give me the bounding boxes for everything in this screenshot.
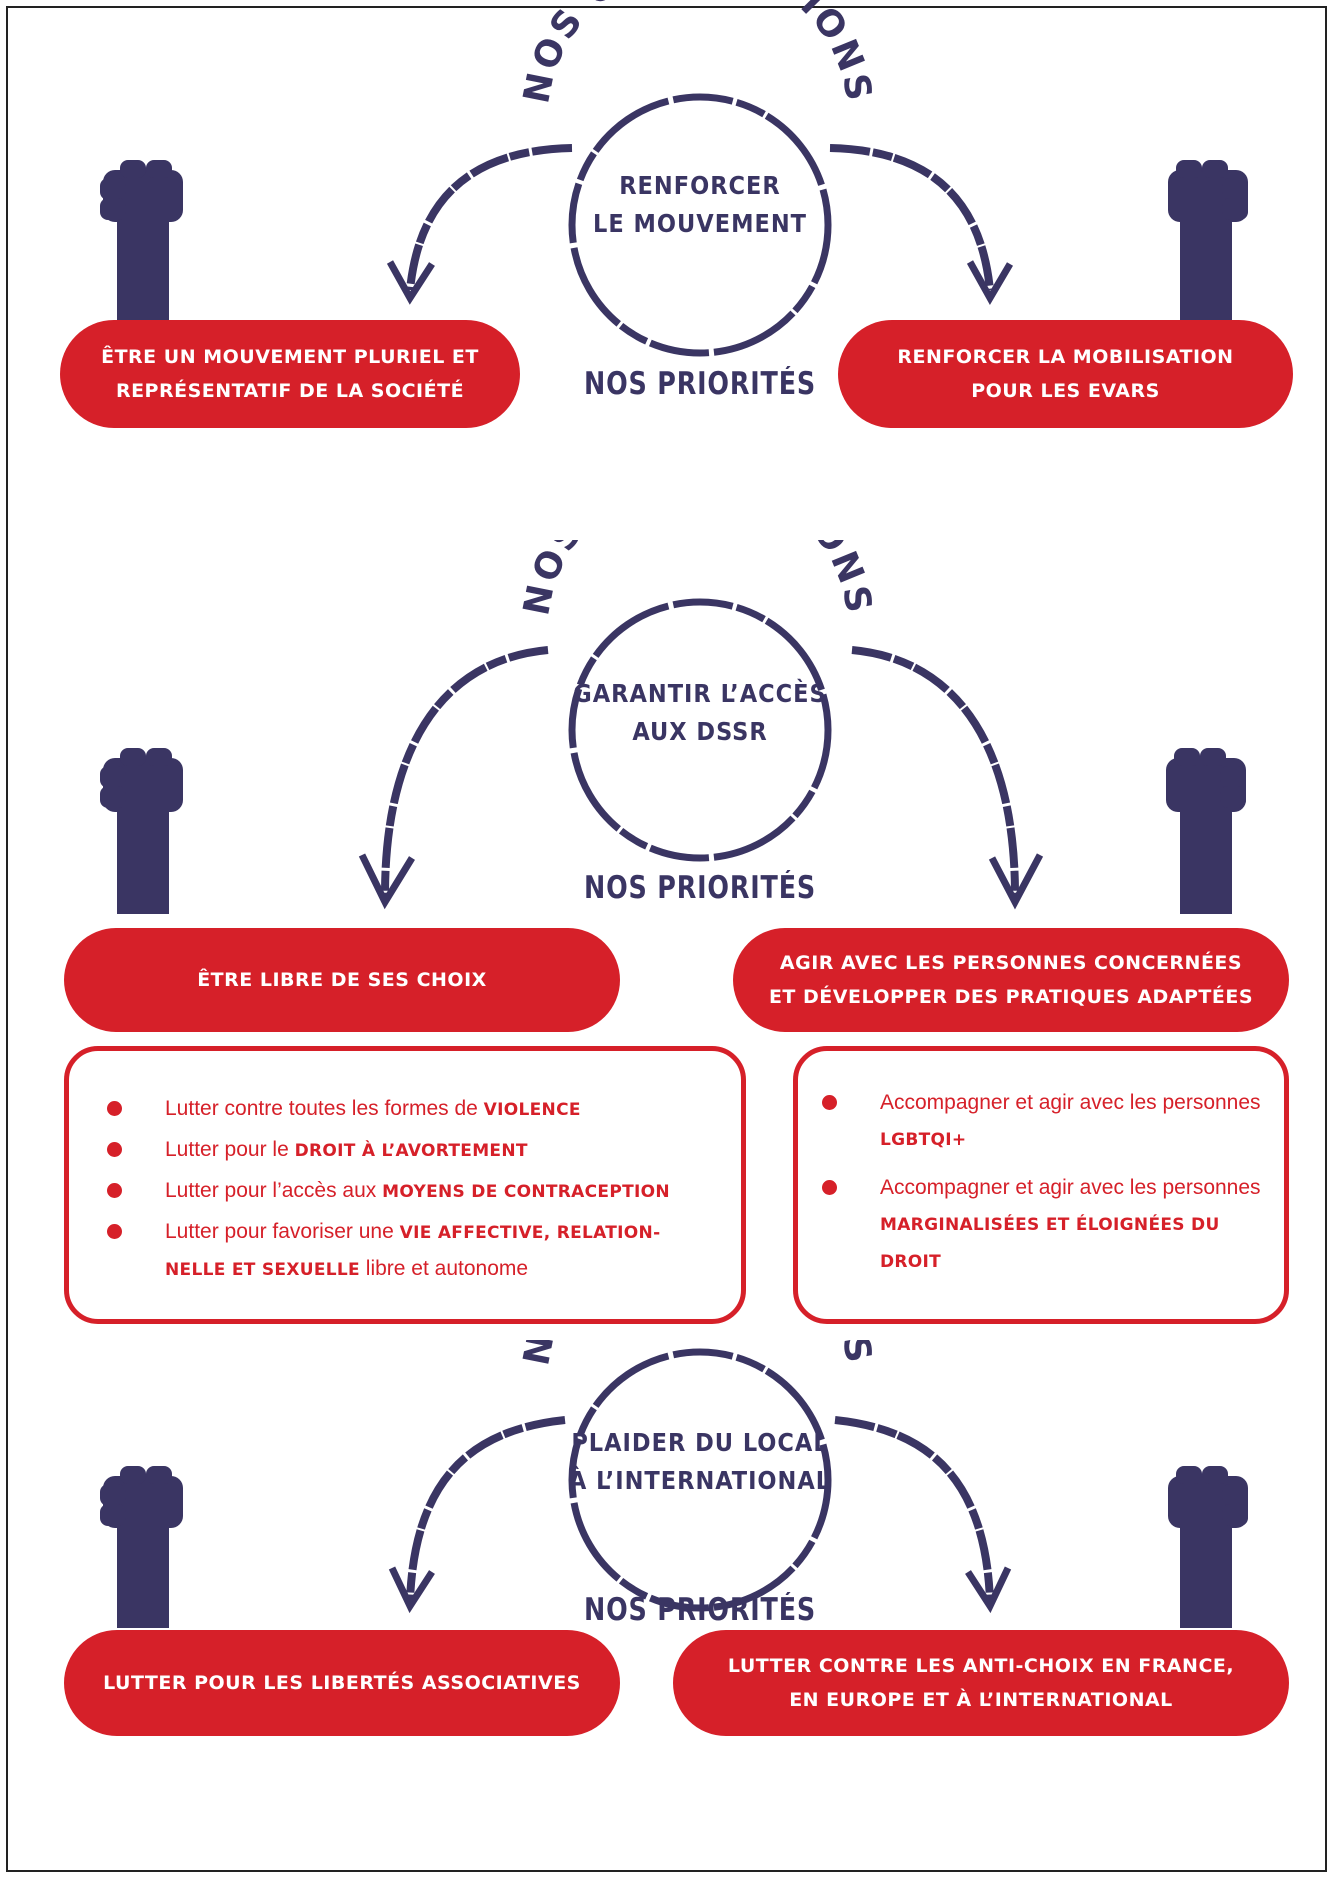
pill-line: ÊTRE LIBRE DE SES CHOIX xyxy=(197,969,487,991)
priority-pill-right: LUTTER CONTRE LES ANTI-CHOIX EN FRANCE, … xyxy=(673,1630,1289,1736)
circle-text-line: GARANTIR L’ACCÈS xyxy=(573,679,827,708)
priority-pill-left: ÊTRE UN MOUVEMENT PLURIEL ET REPRÉSENTAT… xyxy=(60,320,520,428)
hand-drawn-circle-icon xyxy=(568,598,832,862)
pill-line: ET DÉVELOPPER DES PRATIQUES ADAPTÉES xyxy=(768,986,1254,1008)
circle-text-line: À L’INTERNATIONAL xyxy=(568,1466,832,1495)
item-text: Lutter contre toutes les formes de xyxy=(165,1097,484,1120)
item-emphasis: MOYENS DE CONTRACEPTION xyxy=(382,1182,670,1202)
priority-details-box-left: Lutter contre toutes les formes de VIOLE… xyxy=(64,1046,746,1324)
section-2-decorations: NOS ORIENTATIONS xyxy=(100,540,1246,914)
arrow-head-icon xyxy=(358,853,415,910)
circle-text-line: AUX DSSR xyxy=(632,717,768,746)
pill-line: RENFORCER LA MOBILISATION xyxy=(897,346,1234,368)
curved-arrow-icon xyxy=(829,144,994,291)
hand-drawn-circle-icon xyxy=(568,93,832,357)
bullet-dot-icon xyxy=(107,1183,122,1198)
raised-fist-icon xyxy=(100,1466,183,1628)
priority-pill-left: LUTTER POUR LES LIBERTÉS ASSOCIATIVES xyxy=(64,1630,620,1736)
circle-text-line: PLAIDER DU LOCAL xyxy=(571,1428,829,1457)
item-text: Lutter pour l’accès aux xyxy=(165,1179,383,1202)
priorities-label: NOS PRIORITÉS xyxy=(583,870,817,906)
pill-line: ÊTRE UN MOUVEMENT PLURIEL ET xyxy=(101,346,479,368)
arrow-head-icon xyxy=(988,853,1044,910)
arrow-head-icon xyxy=(388,1566,435,1614)
raised-fist-icon xyxy=(100,160,183,320)
section-plaider-local-international: NOS ORIENTATIONS PLAIDER DU LOCAL À L’IN… xyxy=(0,1340,1335,1879)
section-garantir-acces-dssr: NOS ORIENTATIONS GARANTIR L’ACCÈS AUX DS… xyxy=(0,540,1335,1340)
pill-line: EN EUROPE ET À L’INTERNATIONAL xyxy=(789,1689,1173,1711)
curved-arrow-icon xyxy=(851,646,1019,896)
section-3-decorations: NOS ORIENTATIONS xyxy=(100,1340,1248,1628)
priorities-label: NOS PRIORITÉS xyxy=(583,1592,817,1628)
priority-detail-item: Accompagner et agir avec les personnes M… xyxy=(822,1170,1264,1280)
circle-text-line: RENFORCER xyxy=(619,171,781,200)
arrow-head-icon xyxy=(965,1566,1012,1614)
item-emphasis: MARGINALISÉES ET ÉLOIGNÉES DU DROIT xyxy=(880,1215,1220,1272)
bullet-dot-icon xyxy=(107,1224,122,1239)
orientation-circle-text: RENFORCER LE MOUVEMENT xyxy=(570,167,830,243)
bullet-dot-icon xyxy=(107,1142,122,1157)
item-emphasis: DROIT À L’AVORTEMENT xyxy=(294,1141,528,1161)
curved-arrow-icon xyxy=(406,144,573,291)
orientation-circle-text: PLAIDER DU LOCAL À L’INTERNATIONAL xyxy=(565,1424,835,1500)
bullet-dot-icon xyxy=(107,1101,122,1116)
pill-line: LUTTER CONTRE LES ANTI-CHOIX EN FRANCE, xyxy=(727,1655,1235,1677)
priority-details-list: Lutter contre toutes les formes de VIOLE… xyxy=(107,1091,711,1288)
circle-text-line: LE MOUVEMENT xyxy=(593,209,807,238)
pill-line: LUTTER POUR LES LIBERTÉS ASSOCIATIVES xyxy=(103,1672,581,1694)
priority-detail-item: Lutter contre toutes les formes de VIOLE… xyxy=(107,1091,711,1128)
item-emphasis: VIOLENCE xyxy=(483,1100,581,1120)
arrow-head-icon xyxy=(386,260,435,305)
section-1-decorations: NOS ORIENTATIONS xyxy=(100,0,1248,357)
priority-pill-left: ÊTRE LIBRE DE SES CHOIX xyxy=(64,928,620,1032)
section-renforcer-le-mouvement: NOS ORIENTATIONS RENFORCER LE MOUVEMENT … xyxy=(0,0,1335,430)
item-text: Accompagner et agir avec les personnes xyxy=(880,1091,1261,1114)
priority-details-box-right: Accompagner et agir avec les personnes L… xyxy=(793,1046,1289,1324)
item-text: Accompagner et agir avec les personnes xyxy=(880,1176,1261,1199)
curved-arrow-icon xyxy=(406,1416,566,1601)
item-emphasis: LGBTQI+ xyxy=(880,1130,967,1150)
pill-line: POUR LES EVARS xyxy=(971,380,1160,402)
pill-line: REPRÉSENTATIF DE LA SOCIÉTÉ xyxy=(115,380,465,402)
curved-arrow-icon xyxy=(834,1416,994,1601)
priority-detail-item: Lutter pour favoriser une VIE AFFECTIVE,… xyxy=(107,1214,711,1288)
raised-fist-icon xyxy=(1166,748,1246,914)
item-emphasis: VIE AFFECTIVE, RELATION-NELLE ET SEXUELL… xyxy=(165,1223,661,1280)
item-text: libre et autonome xyxy=(359,1257,529,1280)
priorities-label: NOS PRIORITÉS xyxy=(583,366,817,402)
hand-drawn-circle-icon xyxy=(568,1348,832,1612)
priority-details-list: Accompagner et agir avec les personnes L… xyxy=(822,1085,1264,1280)
raised-fist-icon xyxy=(100,748,183,914)
bullet-dot-icon xyxy=(822,1180,837,1195)
priority-detail-item: Lutter pour le DROIT À L’AVORTEMENT xyxy=(107,1132,711,1169)
priority-pill-right: AGIR AVEC LES PERSONNES CONCERNÉES ET DÉ… xyxy=(733,928,1289,1032)
arrow-head-icon xyxy=(966,260,1014,306)
orientations-arc-label: NOS ORIENTATIONS xyxy=(516,0,879,107)
pill-line: AGIR AVEC LES PERSONNES CONCERNÉES xyxy=(779,952,1243,974)
orientations-arc-label: NOS ORIENTATIONS xyxy=(516,540,879,619)
priority-pill-right: RENFORCER LA MOBILISATION POUR LES EVARS xyxy=(838,320,1293,428)
priority-detail-item: Accompagner et agir avec les personnes L… xyxy=(822,1085,1264,1158)
item-text: Lutter pour le xyxy=(165,1138,295,1161)
item-text: Lutter pour favoriser une xyxy=(165,1220,400,1243)
orientation-circle-text: GARANTIR L’ACCÈS AUX DSSR xyxy=(570,675,830,751)
priority-detail-item: Lutter pour l’accès aux MOYENS DE CONTRA… xyxy=(107,1173,711,1210)
bullet-dot-icon xyxy=(822,1095,837,1110)
raised-fist-icon xyxy=(1168,1466,1248,1628)
raised-fist-icon xyxy=(1168,160,1248,320)
page-frame xyxy=(6,6,1327,1872)
curved-arrow-icon xyxy=(381,646,549,896)
